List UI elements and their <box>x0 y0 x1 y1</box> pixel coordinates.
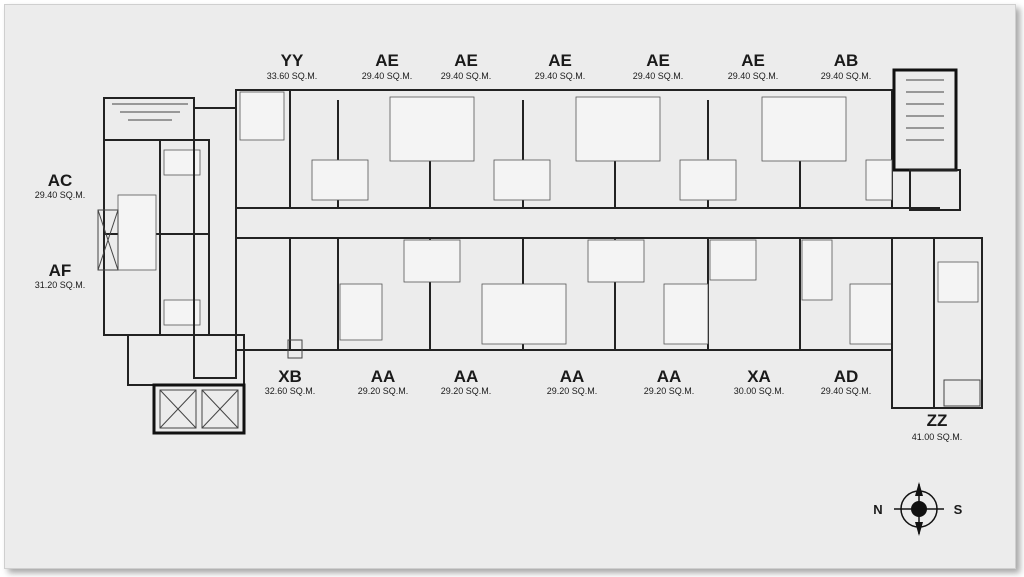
unit-label-area: 29.20 SQ.M. <box>358 386 409 396</box>
right-stair <box>892 68 961 211</box>
unit-label-name: AE <box>454 51 478 70</box>
unit-label-name: ZZ <box>927 411 948 430</box>
unit-label-area: 29.40 SQ.M. <box>535 71 586 81</box>
unit-label-name: AC <box>48 171 73 190</box>
compass-south-label: S <box>954 502 963 517</box>
unit-label-area: 29.40 SQ.M. <box>633 71 684 81</box>
unit-label-area: 29.40 SQ.M. <box>441 71 492 81</box>
unit-label-area: 30.00 SQ.M. <box>734 386 785 396</box>
unit-label-name: AE <box>375 51 399 70</box>
unit-label-name: AE <box>548 51 572 70</box>
unit-label-area: 31.20 SQ.M. <box>35 280 86 290</box>
unit-label-area: 41.00 SQ.M. <box>912 432 963 442</box>
unit-label-area: 33.60 SQ.M. <box>267 71 318 81</box>
unit-label-area: 29.40 SQ.M. <box>362 71 413 81</box>
corner-unit <box>891 237 983 409</box>
unit-label-name: AB <box>834 51 859 70</box>
unit-label-name: AA <box>657 367 682 386</box>
unit-label-area: 29.20 SQ.M. <box>644 386 695 396</box>
unit-label-name: XB <box>278 367 302 386</box>
left-corridor <box>193 107 237 379</box>
unit-label-name: AF <box>49 261 72 280</box>
unit-label-name: AA <box>454 367 479 386</box>
unit-label-area: 29.20 SQ.M. <box>547 386 598 396</box>
unit-label-area: 29.40 SQ.M. <box>821 71 872 81</box>
stair-left-steps <box>112 103 188 121</box>
lift-lobby <box>127 334 246 435</box>
lift-shaft <box>152 383 246 435</box>
unit-label-area: 29.40 SQ.M. <box>821 386 872 396</box>
unit-label-name: AE <box>646 51 670 70</box>
unit-label-name: AD <box>834 367 859 386</box>
unit-label-name: YY <box>281 51 304 70</box>
unit-label-name: AA <box>560 367 585 386</box>
compass: N S <box>873 482 963 536</box>
main-corridor <box>236 207 940 239</box>
unit-label-name: AA <box>371 367 396 386</box>
unit-label-area: 32.60 SQ.M. <box>265 386 316 396</box>
compass-north-label: N <box>873 502 882 517</box>
unit-label-area: 29.20 SQ.M. <box>441 386 492 396</box>
top-unit-row <box>235 89 893 209</box>
unit-label-name: XA <box>747 367 771 386</box>
unit-label-area: 29.40 SQ.M. <box>35 190 86 200</box>
unit-label-name: AE <box>741 51 765 70</box>
bottom-unit-row <box>235 237 893 359</box>
unit-label-area: 29.40 SQ.M. <box>728 71 779 81</box>
